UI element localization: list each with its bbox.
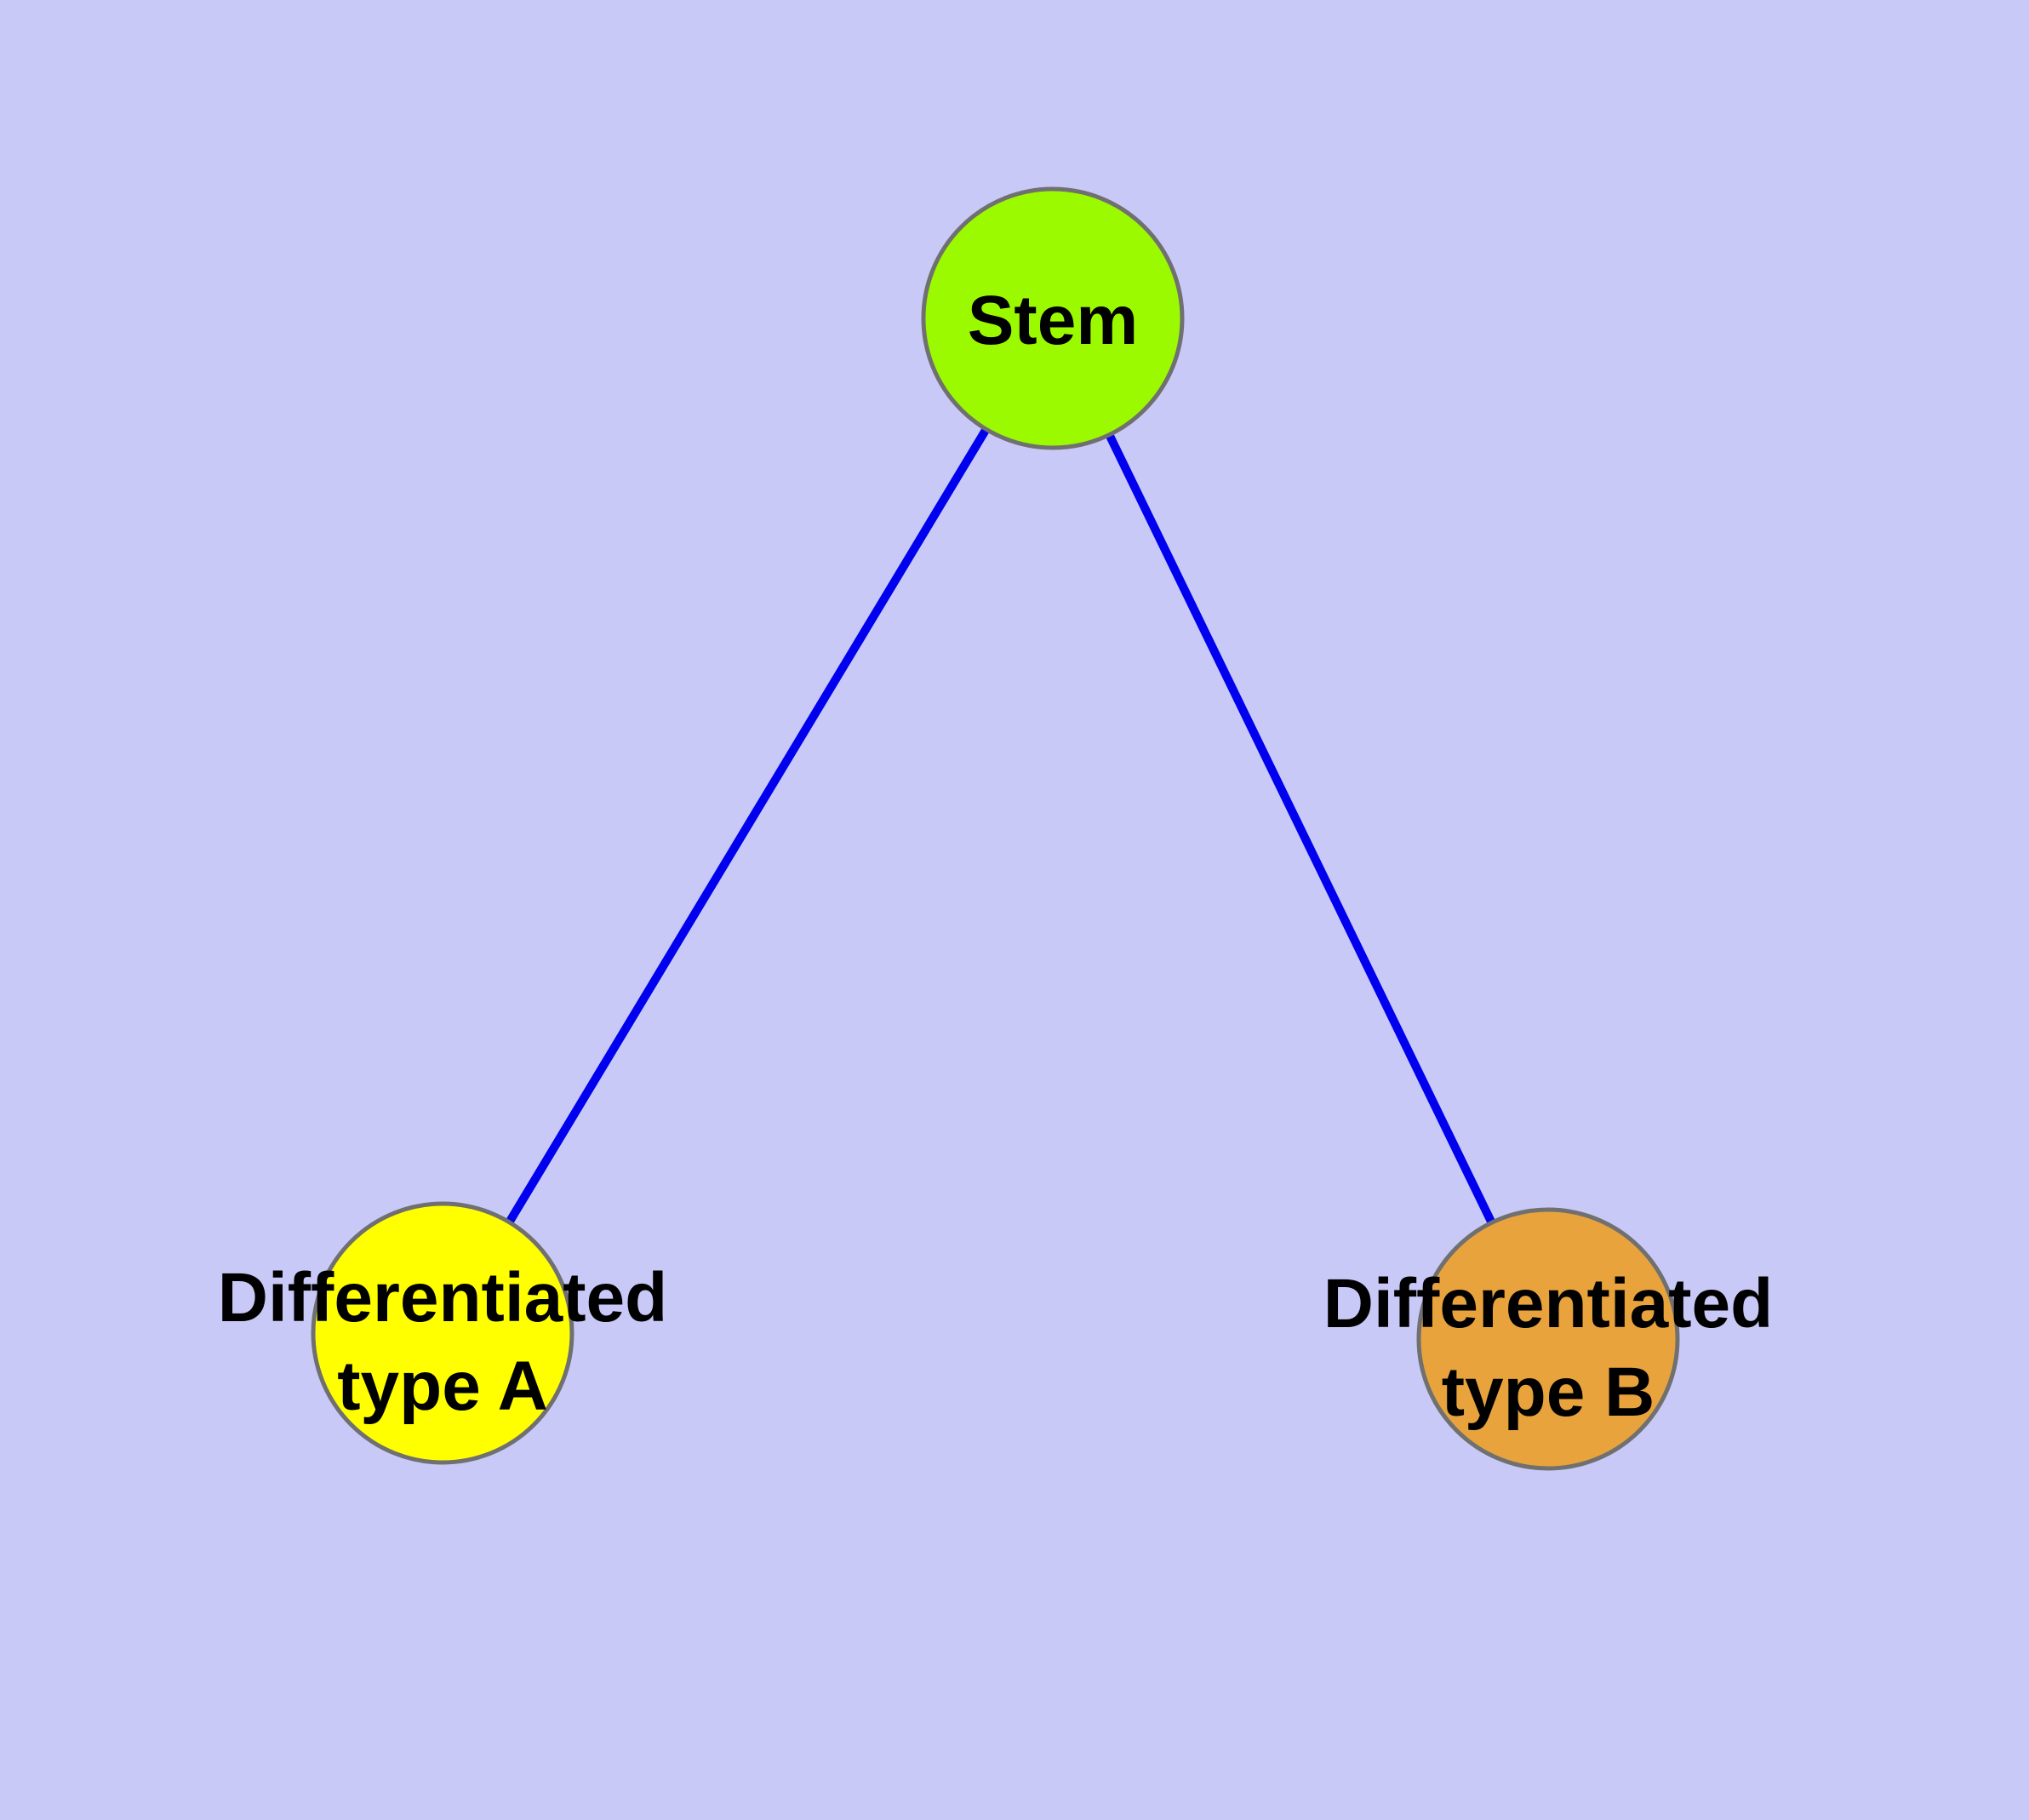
- edge-stem-to-type-b: [1049, 316, 1552, 1342]
- stem-node: [921, 186, 1185, 450]
- type-a-node-label-line2: type A: [337, 1348, 548, 1425]
- type-b-node: [1416, 1207, 1680, 1471]
- type-a-node-label-line1: Differentiated: [218, 1259, 668, 1336]
- stem-node-label: Stem: [968, 282, 1139, 359]
- type-b-node-label-line2: type B: [1442, 1354, 1655, 1431]
- type-b-node-label-line1: Differentiated: [1323, 1265, 1774, 1342]
- edge-stem-to-type-a: [438, 316, 1057, 1336]
- type-a-node: [311, 1201, 574, 1465]
